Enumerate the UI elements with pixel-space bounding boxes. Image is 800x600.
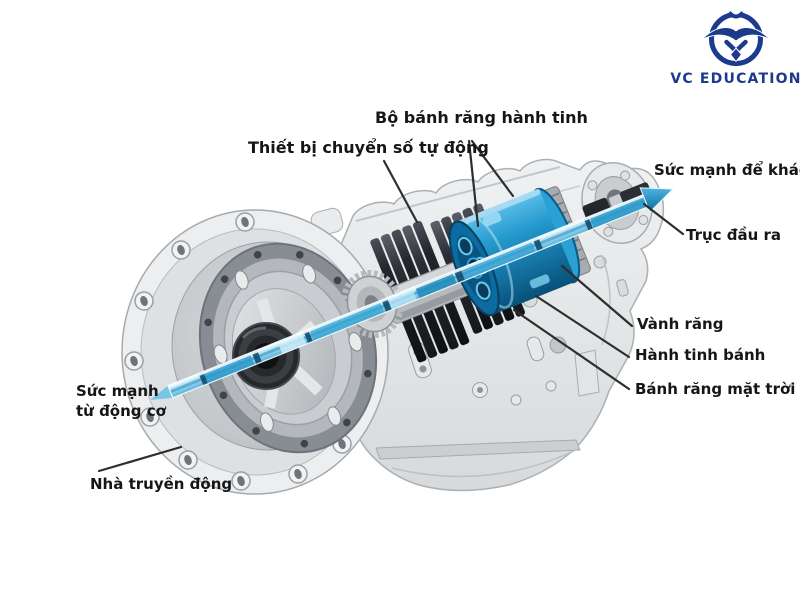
leader-planet-gear <box>534 294 631 359</box>
callout-power-from-engine-line1: Sức mạnh <box>76 382 159 400</box>
callout-ring-gear: Vành răng <box>637 315 724 333</box>
leader-planetary-2 <box>470 139 515 198</box>
logo-text: VC EDUCATION <box>670 71 800 87</box>
leader-sun-gear <box>512 308 631 391</box>
vc-bird-emblem-icon <box>703 10 769 66</box>
leader-drive-housing <box>97 445 183 473</box>
converter-rim-holes <box>204 250 372 448</box>
callout-power-from-engine: Sức mạnh từ động cơ <box>76 382 166 421</box>
callout-planet-gear: Hành tinh bánh <box>635 346 766 364</box>
callout-drive-housing: Nhà truyền động <box>90 475 233 493</box>
callout-planetary-gear-set: Bộ bánh răng hành tinh <box>375 108 588 127</box>
converter-studs <box>213 264 363 432</box>
callout-power-from-engine-line2: từ động cơ <box>76 401 166 420</box>
leader-planetary-1 <box>467 139 480 228</box>
callout-power-to-differential: Sức mạnh để khác biệt <box>654 161 800 179</box>
leader-lines <box>97 139 685 473</box>
callout-auto-shift-device: Thiết bị chuyển số tự động <box>248 138 489 157</box>
leader-output-shaft <box>642 202 685 236</box>
leader-auto-shift <box>382 159 419 224</box>
power-flow-shaft <box>150 194 649 400</box>
callout-sun-gear: Bánh răng mặt trời <box>635 380 796 398</box>
vc-education-logo: VC EDUCATION <box>662 8 800 87</box>
oil-pan-rail <box>375 439 581 460</box>
leader-ring-gear <box>560 264 634 328</box>
callout-output-shaft: Trục đầu ra <box>686 226 782 244</box>
